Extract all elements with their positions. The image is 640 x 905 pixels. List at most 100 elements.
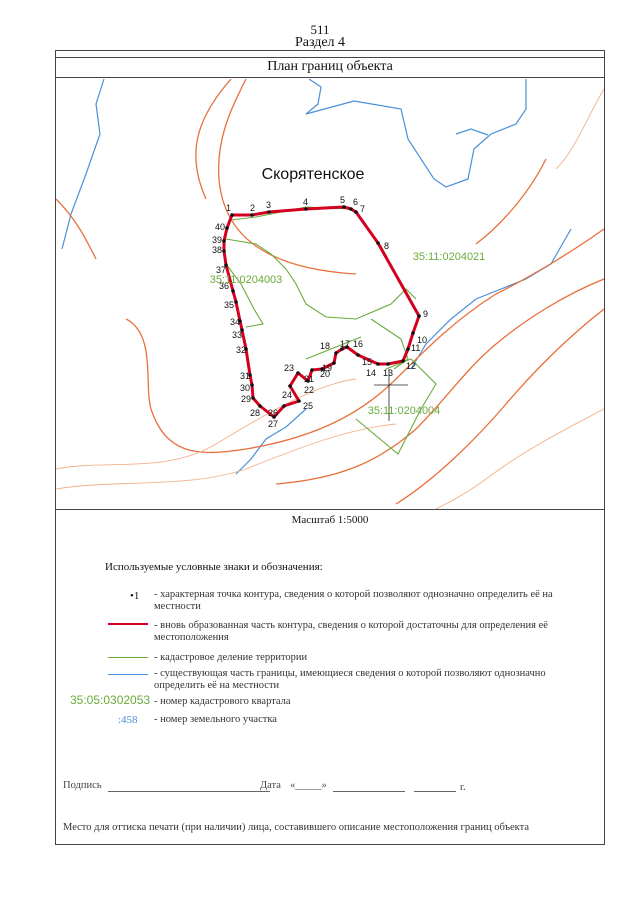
boundary-point-label: 29 <box>241 394 251 404</box>
boundary-point-label: 7 <box>360 204 365 214</box>
existing-border-line <box>305 79 527 188</box>
boundary-point <box>222 239 226 243</box>
legend-cadastral-swatch <box>108 657 148 658</box>
legend-parcel-text: - номер земельного участка <box>154 714 277 725</box>
contour-line <box>217 79 357 275</box>
boundary-point <box>334 351 338 355</box>
boundary-point <box>342 205 346 209</box>
boundary-point-label: 19 <box>322 363 332 373</box>
boundary-point <box>250 383 254 387</box>
boundary-point <box>251 396 255 400</box>
title-row <box>55 57 605 78</box>
boundary-point <box>225 226 229 230</box>
boundary-point <box>267 210 271 214</box>
boundary-point <box>356 353 360 357</box>
boundary-point-label: 18 <box>320 341 330 351</box>
contour-line <box>56 423 397 490</box>
boundary-point <box>296 371 300 375</box>
stamp-text: Место для оттиска печати (при наличии) л… <box>63 822 530 833</box>
boundary-point <box>248 373 252 377</box>
boundary-point <box>320 367 324 371</box>
boundary-point-label: 36 <box>219 281 229 291</box>
boundary-point-label: 1 <box>226 203 231 213</box>
boundary-point-label: 25 <box>303 401 313 411</box>
boundary-point-label: 17 <box>340 339 350 349</box>
boundary-point-label: 31 <box>240 371 250 381</box>
legend-quarter-sample: 35:05:0302053 <box>70 693 151 707</box>
legend-parcel-sample: :458 <box>118 714 138 726</box>
boundary-point-label: 4 <box>303 197 308 207</box>
date-year-suffix: г. <box>460 782 466 793</box>
boundary-point <box>240 328 244 332</box>
page-frame <box>55 50 605 845</box>
boundary-point-label: 14 <box>366 368 376 378</box>
boundary-point-label: 10 <box>417 335 427 345</box>
date-month-line <box>333 791 405 792</box>
boundary-point <box>250 213 254 217</box>
boundary-point <box>332 361 336 365</box>
map-scale: Масштаб 1:5000 <box>291 514 369 526</box>
boundary-point <box>406 347 410 351</box>
boundary-point-label: 40 <box>215 222 225 232</box>
boundary-point <box>231 289 235 293</box>
contour-line <box>195 79 232 200</box>
date-day: «_____» <box>290 780 327 791</box>
quarter-label: 35:11:0204021 <box>413 251 486 263</box>
contour-line <box>56 198 97 260</box>
boundary-point <box>230 213 234 217</box>
boundary-point-label: 26 <box>268 408 278 418</box>
contour-line <box>435 408 604 509</box>
boundary-point <box>345 345 349 349</box>
boundary-point <box>354 210 358 214</box>
cadastral-line <box>355 358 437 455</box>
boundary-point-label: 9 <box>423 309 428 319</box>
map-bottom-line <box>55 509 605 510</box>
legend-existing-swatch <box>108 674 148 675</box>
legend-existing-text: - существующая часть границы, имеющиеся … <box>154 668 546 691</box>
legend-quarter-text: - номер кадастрового квартала <box>154 696 291 707</box>
boundary-point <box>376 362 380 366</box>
boundary-point-label: 2 <box>250 203 255 213</box>
cadastral-line <box>225 238 417 320</box>
existing-border-line <box>61 79 105 250</box>
boundary-point <box>224 263 228 267</box>
legend-point-symbol: •1 <box>130 590 140 602</box>
contour-lines-light <box>56 88 604 509</box>
boundary-point <box>258 404 262 408</box>
legend-cadastral-text: - кадастровое деление территории <box>154 652 308 663</box>
boundary-point <box>272 415 276 419</box>
boundary-point-label: 30 <box>240 383 250 393</box>
existing-border-line <box>455 128 489 136</box>
boundary-point-label: 23 <box>284 363 294 373</box>
boundary-point <box>282 404 286 408</box>
boundary-point <box>304 207 308 211</box>
boundary-point-label: 38 <box>212 245 222 255</box>
page-number: 511 <box>310 22 330 37</box>
contour-line <box>56 378 357 470</box>
boundary-point-label: 16 <box>353 339 363 349</box>
boundary-point-label: 20 <box>320 369 330 379</box>
boundary-point <box>306 379 310 383</box>
boundary-point-label: 32 <box>236 345 246 355</box>
boundary-point-label: 13 <box>383 368 393 378</box>
boundary-point <box>349 207 353 211</box>
settlement-name: Скорятенское <box>262 166 365 183</box>
boundary-point <box>310 368 314 372</box>
signature-line <box>108 791 270 792</box>
legend-title: Используемые условные знаки и обозначени… <box>105 561 323 573</box>
boundary-point-label: 34 <box>230 317 240 327</box>
boundary-point <box>417 314 421 318</box>
contour-lines <box>56 79 604 505</box>
boundary-point <box>234 300 238 304</box>
legend-boundary-swatch <box>108 623 148 625</box>
boundary-point-label: 39 <box>212 235 222 245</box>
legend-point-text: - характерная точка контура, сведения о … <box>154 589 553 612</box>
boundary-point <box>297 399 301 403</box>
boundary-point-label: 22 <box>304 385 314 395</box>
boundary-point-label: 15 <box>362 357 372 367</box>
boundary-point <box>238 319 242 323</box>
contour-line <box>555 88 604 170</box>
boundary-point <box>340 347 344 351</box>
